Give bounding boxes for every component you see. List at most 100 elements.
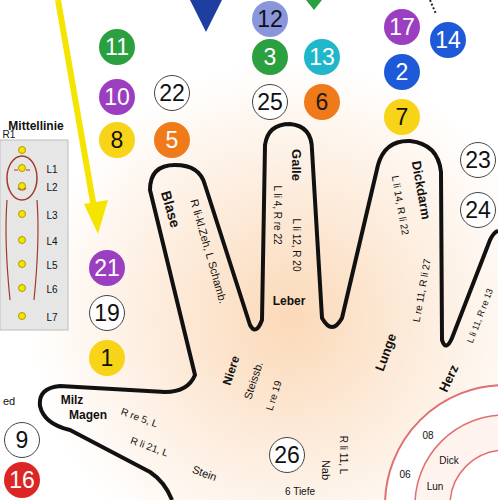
fragment-text: ed bbox=[3, 391, 15, 409]
callout-number: 3 bbox=[264, 46, 277, 69]
zone-note: L li 12, R 20 bbox=[291, 219, 302, 272]
callout-number: 14 bbox=[435, 29, 461, 52]
midline-point: L5 bbox=[46, 260, 57, 271]
midline-point: L6 bbox=[46, 279, 57, 297]
clock-hour: 06 bbox=[399, 464, 410, 482]
callout-circle: 14 bbox=[430, 22, 466, 58]
callout-number: 13 bbox=[309, 46, 335, 69]
callout-circle: 21 bbox=[89, 250, 125, 286]
organ-name: Magen bbox=[69, 408, 107, 422]
callout-circle: 13 bbox=[304, 39, 340, 75]
callout-number: 1 bbox=[101, 347, 114, 370]
zone-note: L li 12, R 20 bbox=[289, 219, 307, 272]
zone-note: L li 4, R re 22 bbox=[272, 185, 283, 244]
callout-number: 6 bbox=[316, 91, 329, 114]
fragment-text: ed bbox=[3, 395, 15, 407]
midline-point: L7 bbox=[46, 307, 57, 325]
organ-name: Galle bbox=[288, 149, 306, 181]
callout-circle: 1 bbox=[89, 340, 125, 376]
hand-outline bbox=[40, 124, 498, 500]
yellow-arrowhead bbox=[84, 200, 108, 234]
clock-ring bbox=[415, 415, 498, 500]
callout-number: 9 bbox=[16, 429, 29, 452]
clock-organ: Lun bbox=[427, 476, 444, 494]
organ-name: Leber bbox=[273, 294, 306, 308]
zone-note: R li 11, L bbox=[336, 436, 354, 475]
midline-point: L5 bbox=[46, 255, 57, 273]
callout-number: 12 bbox=[257, 8, 283, 31]
organ-name: Leber bbox=[273, 291, 306, 309]
callout-circle: 12 bbox=[252, 1, 288, 37]
callout-circle: 16 bbox=[4, 462, 40, 498]
inset-title: Mittellinie bbox=[8, 119, 63, 133]
pointer-triangle bbox=[190, 0, 222, 32]
callout-number: 7 bbox=[396, 106, 409, 129]
callout-number: 8 bbox=[111, 129, 124, 152]
zone-note: R li 11, L bbox=[338, 436, 349, 475]
zone-note: 6 Tiefe bbox=[285, 481, 315, 499]
callout-circle: 22 bbox=[154, 75, 190, 111]
callout-number: 26 bbox=[274, 444, 300, 467]
midline-point: L1 bbox=[46, 164, 57, 175]
callout-number: 19 bbox=[94, 302, 120, 325]
midline-point: L6 bbox=[46, 284, 57, 295]
callout-circle: 5 bbox=[154, 122, 190, 158]
pointer-triangle bbox=[306, 0, 322, 10]
callout-number: 23 bbox=[465, 149, 491, 172]
organ-name: Magen bbox=[69, 405, 107, 423]
callout-circle: 24 bbox=[460, 192, 496, 228]
clock-organ: Dick bbox=[439, 455, 458, 466]
organ-name: Milz bbox=[61, 393, 84, 407]
midline-inset bbox=[0, 140, 68, 330]
callout-circle: 23 bbox=[460, 142, 496, 178]
callout-circle: 10 bbox=[99, 79, 135, 115]
midline-point: L7 bbox=[46, 312, 57, 323]
callout-circle: 9 bbox=[4, 422, 40, 458]
zone-note: 6 Tiefe bbox=[285, 486, 315, 497]
callout-circle: 11 bbox=[99, 29, 135, 65]
callout-circle: 17 bbox=[384, 9, 420, 45]
callout-number: 25 bbox=[257, 91, 283, 114]
callout-circle: 8 bbox=[99, 122, 135, 158]
inset-title: Mittellinie bbox=[8, 116, 63, 134]
callout-number: 21 bbox=[94, 257, 120, 280]
callout-number: 2 bbox=[396, 61, 409, 84]
callout-number: 16 bbox=[9, 469, 35, 492]
dotted-pointer bbox=[430, 0, 436, 14]
clock-organ: Dick bbox=[439, 450, 458, 468]
midline-point: L3 bbox=[46, 210, 57, 221]
clock-hour: 08 bbox=[422, 425, 433, 443]
midline-dots bbox=[19, 147, 26, 320]
midline-point: L4 bbox=[46, 236, 57, 247]
callout-circle: 19 bbox=[89, 295, 125, 331]
midline-point: L2 bbox=[46, 177, 57, 195]
zone-note: L li 4, R re 22 bbox=[270, 185, 288, 244]
midline-point: L2 bbox=[46, 182, 57, 193]
callout-number: 11 bbox=[105, 36, 129, 59]
face-sketch bbox=[6, 170, 38, 300]
callout-number: 22 bbox=[159, 82, 185, 105]
clock-hour: 06 bbox=[399, 469, 410, 480]
callout-number: 17 bbox=[389, 16, 415, 39]
callout-circle: 2 bbox=[384, 54, 420, 90]
midline-point: L4 bbox=[46, 231, 57, 249]
face-outline bbox=[7, 156, 37, 200]
callout-circle: 26 bbox=[269, 437, 305, 473]
organ-name: Galle bbox=[289, 149, 304, 181]
callout-circle: 6 bbox=[304, 84, 340, 120]
organ-name: Nab bbox=[320, 460, 332, 480]
callout-circle: 3 bbox=[252, 39, 288, 75]
midline-point: L1 bbox=[46, 159, 57, 177]
callout-circle: 7 bbox=[384, 99, 420, 135]
callout-number: 5 bbox=[166, 129, 179, 152]
clock-hour: 08 bbox=[422, 430, 433, 441]
callout-circle: 25 bbox=[252, 84, 288, 120]
callout-number: 24 bbox=[465, 199, 491, 222]
clock-wheel bbox=[385, 385, 498, 500]
organ-name: Nab bbox=[318, 460, 336, 480]
organ-name: Milz bbox=[61, 390, 84, 408]
clock-organ: Lun bbox=[427, 481, 444, 492]
midline-point: R1 bbox=[3, 129, 16, 140]
